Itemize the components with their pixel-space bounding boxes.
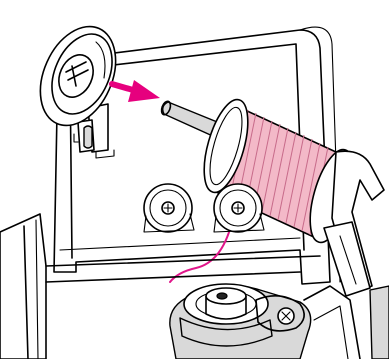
machine-right-contour (304, 286, 389, 359)
bobbin-winder-icon (170, 284, 311, 359)
